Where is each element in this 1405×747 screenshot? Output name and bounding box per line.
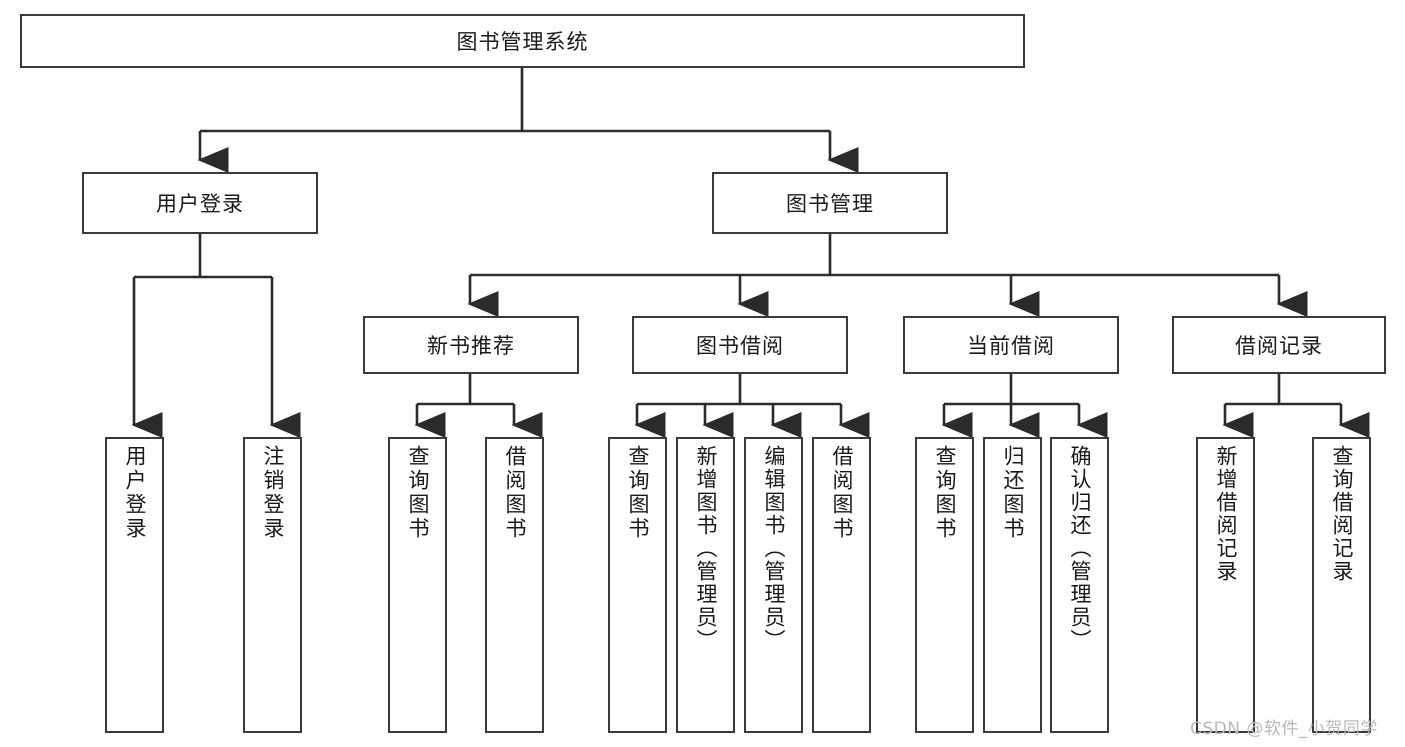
leaf-query-book-recommend[interactable]: 查询图书 (388, 437, 447, 733)
node-borrow-record[interactable]: 借阅记录 (1172, 316, 1386, 374)
leaf-query-book-borrow[interactable]: 查询图书 (608, 437, 667, 733)
node-current-borrow[interactable]: 当前借阅 (903, 316, 1119, 374)
leaf-user-logout[interactable]: 注销登录 (243, 437, 302, 733)
leaf-borrow-book-recommend[interactable]: 借阅图书 (485, 437, 544, 733)
node-user-login-group[interactable]: 用户登录 (82, 172, 318, 234)
node-new-book-recommend[interactable]: 新书推荐 (363, 316, 579, 374)
leaf-user-login[interactable]: 用户登录 (105, 437, 164, 733)
csdn-watermark: CSDN @软件_小贺同学 (1190, 719, 1378, 739)
leaf-return-book[interactable]: 归还图书 (983, 437, 1042, 733)
leaf-borrow-book[interactable]: 借阅图书 (812, 437, 871, 733)
leaf-add-borrow-record[interactable]: 新增借阅记录 (1196, 437, 1255, 733)
node-book-borrow[interactable]: 图书借阅 (632, 316, 848, 374)
node-root[interactable]: 图书管理系统 (20, 14, 1025, 68)
leaf-edit-book-admin[interactable]: 编辑图书（管理员） (744, 437, 803, 733)
node-book-management-group[interactable]: 图书管理 (712, 172, 948, 234)
leaf-confirm-return-admin[interactable]: 确认归还（管理员） (1050, 437, 1109, 733)
leaf-query-borrow-record[interactable]: 查询借阅记录 (1312, 437, 1371, 733)
leaf-add-book-admin[interactable]: 新增图书（管理员） (676, 437, 735, 733)
leaf-query-book-current[interactable]: 查询图书 (915, 437, 974, 733)
